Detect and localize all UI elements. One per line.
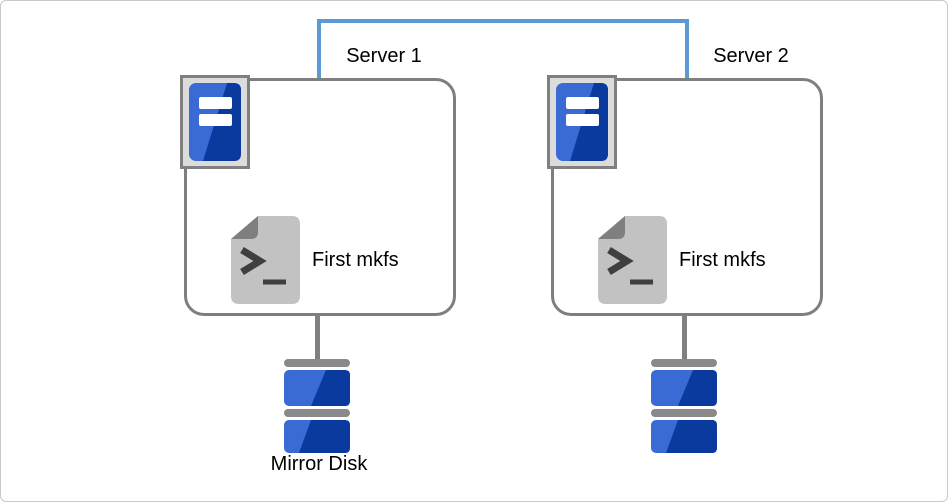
terminal-script-icon [231,216,300,304]
script-label: First mkfs [312,248,399,271]
server-2-box [551,78,823,316]
terminal-script-icon [598,216,667,304]
server-1-disk [284,359,350,453]
mirror-disk-caption: Mirror Disk [270,453,368,475]
server-tower-icon [556,83,608,161]
server-2-disk [651,359,717,453]
server-2-label: Server 2 [713,45,789,67]
disk-link-connector [682,316,687,360]
script-label: First mkfs [679,248,766,271]
disk-icon [651,359,717,453]
server-2-icon-frame [547,75,617,169]
disk-link-connector [315,316,320,360]
server-link-connector [317,19,689,78]
server-tower-icon [189,83,241,161]
server-1-icon-frame [180,75,250,169]
disk-icon [284,359,350,453]
server-1-script-row: First mkfs [231,216,399,304]
server-1-group: Server 1 First mkfs [180,41,456,481]
server-2-group: Server 2 First mkfs [547,41,823,481]
server-2-script-row: First mkfs [598,216,766,304]
server-1-label: Server 1 [346,45,422,67]
